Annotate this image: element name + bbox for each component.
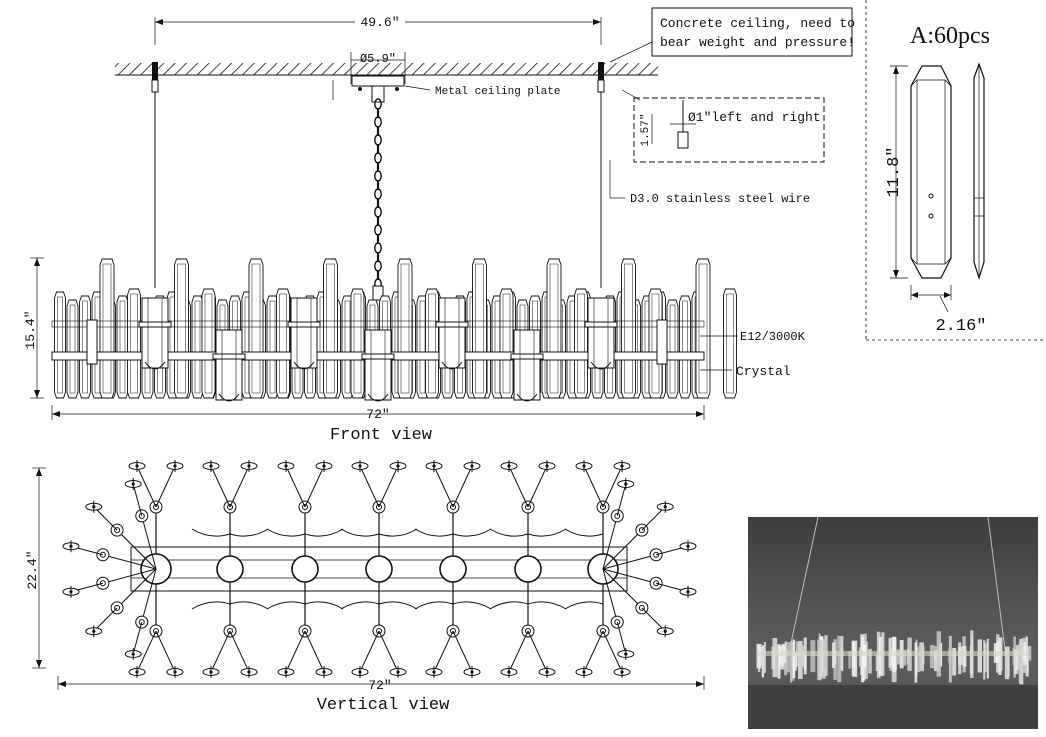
wire-clamp-detail: 1.57″ Ø1″left and right [621, 89, 825, 163]
label-wire: D3.0 stainless steel wire [630, 192, 810, 206]
vertical-view-caption: Vertical view [317, 696, 450, 715]
top-view-arms [62, 460, 697, 678]
dim-top-width: 49.6″ [154, 15, 602, 45]
detail-dim-vertical: 1.57″ [640, 113, 652, 146]
dim-plate-label: Ø5.9″ [360, 52, 396, 66]
crystal-count-title: A:60pcs [910, 23, 990, 49]
wires: D3.0 stainless steel wire [151, 62, 810, 288]
dim-vertical-width: 72″ [57, 676, 705, 693]
detail-dim-label: Ø1″left and right [688, 110, 821, 125]
note-line-2: bear weight and pressure! [660, 35, 855, 50]
dim-top-label: 49.6″ [360, 15, 399, 30]
center-chain [371, 85, 385, 301]
bulb-cages [86, 297, 668, 402]
ceiling-note: Concrete ceiling, need to bear weight an… [609, 7, 855, 63]
callouts: E12/3000K Crystal [700, 330, 806, 379]
label-bulb: E12/3000K [740, 330, 806, 344]
front-view-caption: Front view [330, 426, 433, 445]
dim-vertical-width-label: 72″ [368, 678, 391, 693]
dim-width: 72″ [51, 405, 705, 422]
ceiling [115, 63, 658, 76]
front-view: 49.6″ Ø5.9″ Metal ceiling plate Concrete… [23, 7, 855, 445]
product-photo [748, 517, 1038, 729]
dim-plate: Ø5.9″ [350, 52, 406, 84]
crystal-dim-width: 2.16″ [935, 317, 986, 336]
note-line-1: Concrete ceiling, need to [660, 16, 855, 31]
crystal-detail: A:60pcs 11.8″ 2.16 [865, 0, 1046, 341]
crystal-dim-height: 11.8″ [885, 146, 904, 197]
dim-vertical-height: 22.4″ [25, 467, 46, 669]
dim-vertical-height-label: 22.4″ [25, 550, 40, 589]
label-ceiling-plate: Metal ceiling plate [435, 86, 560, 98]
vertical-view: 22.4″ 72″ Vertical view [25, 460, 705, 715]
label-crystal: Crystal [736, 364, 791, 379]
ceiling-plate: Metal ceiling plate [332, 75, 560, 100]
dim-width-label: 72″ [366, 407, 389, 422]
dim-height-label: 15.4″ [23, 310, 38, 349]
crystal-side-shape [973, 62, 985, 281]
crystal-front-shape [910, 65, 952, 279]
dim-height: 15.4″ [23, 257, 44, 399]
product-photo-image [748, 517, 1038, 729]
